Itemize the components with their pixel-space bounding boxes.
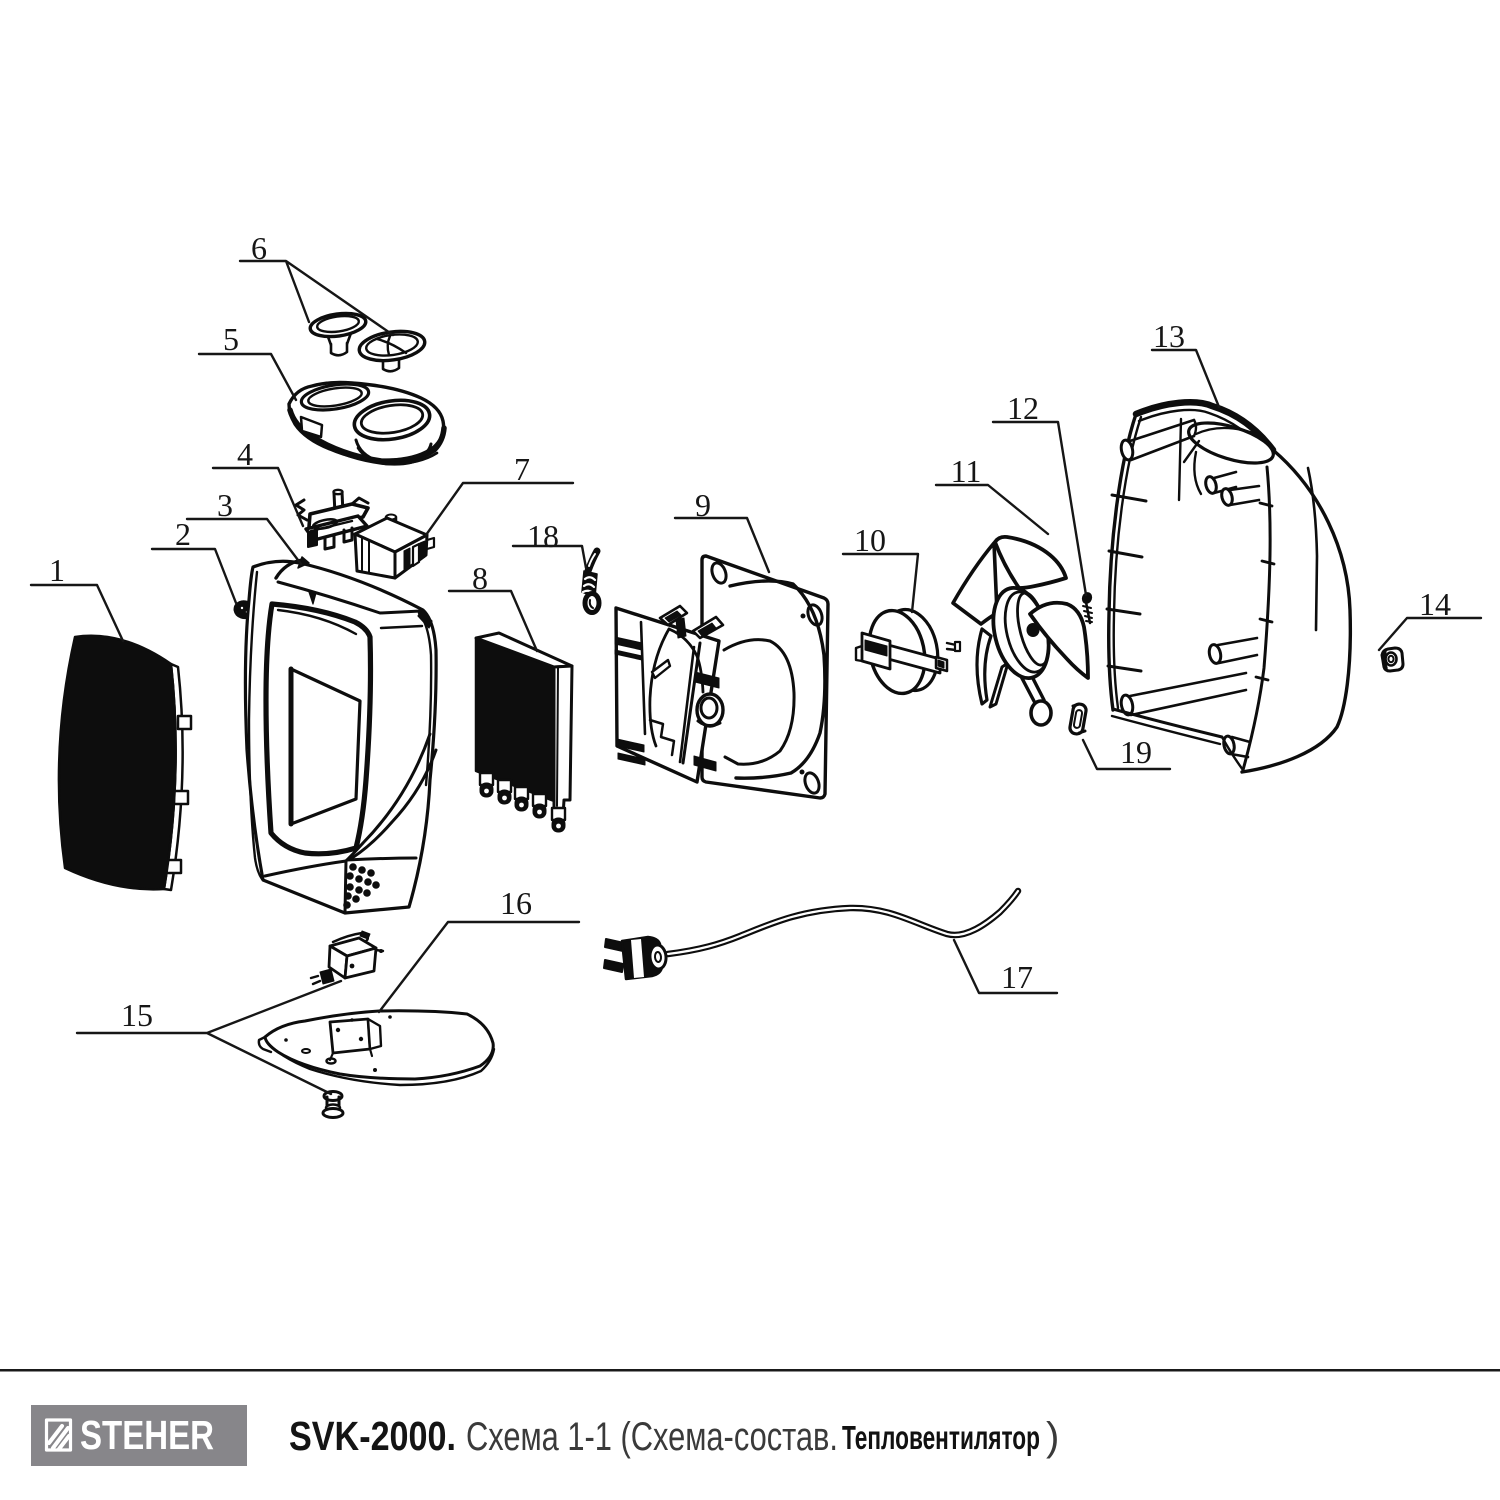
svg-text:8: 8 [472, 560, 488, 596]
svg-text:12: 12 [1007, 390, 1039, 426]
svg-text:3: 3 [217, 487, 233, 523]
svg-text:Тепловентилятор: Тепловентилятор [842, 1419, 1040, 1456]
svg-text:15: 15 [121, 997, 153, 1033]
svg-text:10: 10 [854, 522, 886, 558]
svg-text:Схема 1-1 (Схема-состав.: Схема 1-1 (Схема-состав. [466, 1415, 838, 1459]
svg-text:SVK-2000.: SVK-2000. [289, 1413, 456, 1459]
svg-text:7: 7 [514, 451, 530, 487]
svg-text:STEHER: STEHER [80, 1412, 214, 1458]
svg-text:14: 14 [1419, 586, 1451, 622]
svg-text:4: 4 [237, 436, 253, 472]
svg-text:17: 17 [1001, 959, 1033, 995]
svg-text:1: 1 [49, 552, 65, 588]
svg-text:19: 19 [1120, 734, 1152, 770]
svg-text:6: 6 [251, 230, 267, 266]
svg-text:): ) [1046, 1415, 1059, 1459]
svg-text:13: 13 [1153, 318, 1185, 354]
svg-text:18: 18 [527, 518, 559, 554]
svg-text:16: 16 [500, 885, 532, 921]
svg-text:9: 9 [695, 487, 711, 523]
svg-text:2: 2 [175, 516, 191, 552]
svg-text:5: 5 [223, 321, 239, 357]
svg-text:11: 11 [951, 453, 982, 489]
